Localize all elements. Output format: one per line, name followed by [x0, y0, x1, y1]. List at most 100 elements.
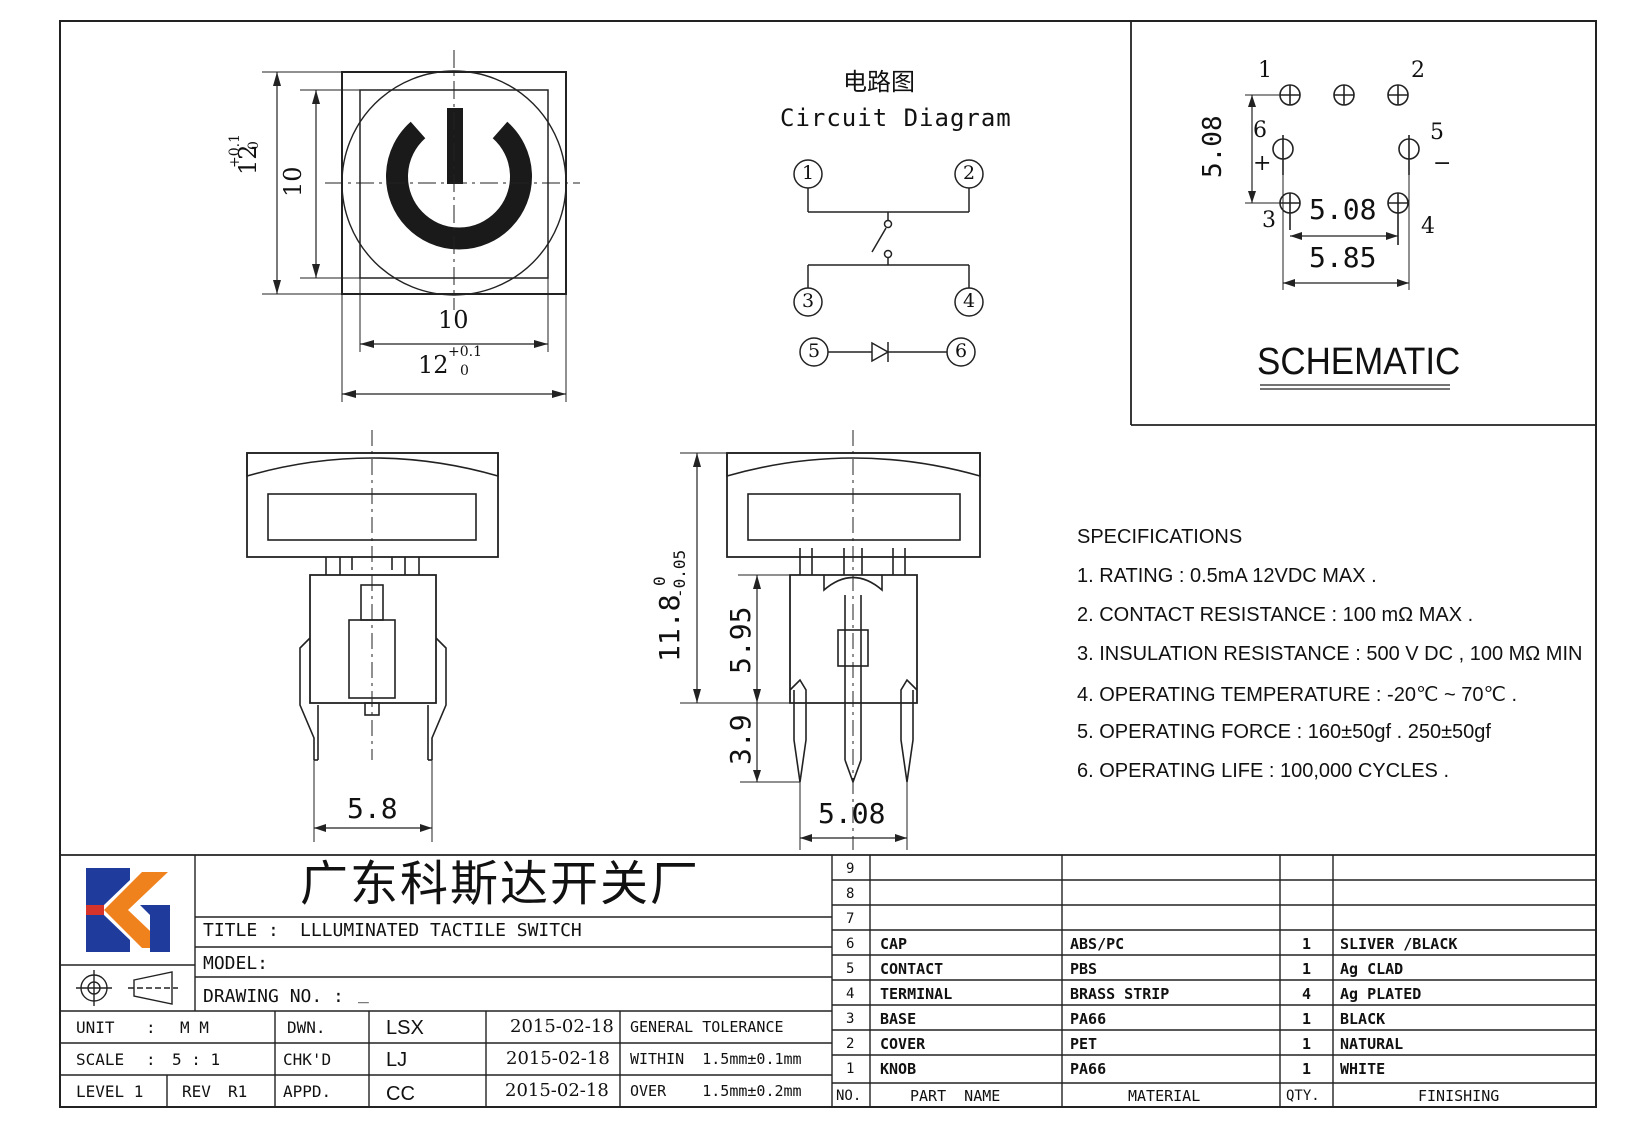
- drawing-no-label: DRAWING NO. :: [203, 986, 344, 1007]
- bom-row-5-qty: 1: [1302, 960, 1312, 978]
- unit-sep: :: [146, 1018, 156, 1037]
- dim-width-outer-tol-lower: 0: [460, 363, 469, 379]
- title-label: TITLE :: [203, 920, 279, 941]
- dim-height-inner: 10: [279, 166, 307, 197]
- rev-label: REV: [182, 1082, 211, 1101]
- front-dim-leg: 3.9: [724, 714, 757, 765]
- bom-row-3-material: PA66: [1070, 1010, 1107, 1028]
- schematic-pin-3: 3: [1262, 208, 1276, 233]
- rev-value: R1: [228, 1082, 248, 1101]
- dwn-date: 2015-02-18: [510, 1016, 614, 1037]
- schematic-pin-6: 6: [1253, 118, 1267, 143]
- top-view: [262, 50, 580, 402]
- front-dim-body: 5.95: [724, 606, 757, 674]
- front-dim-total-height: 11.8: [653, 594, 686, 662]
- schematic-dim-bottom: 5.85: [1309, 241, 1377, 274]
- bom-row-3-qty: 1: [1302, 1010, 1312, 1028]
- drawing-no-value: _: [358, 983, 369, 1004]
- projection-symbol-icon: [76, 970, 178, 1006]
- specifications-heading: SPECIFICATIONS: [1077, 526, 1243, 548]
- drawing-frame: [59, 20, 1597, 1108]
- side-view: [246, 430, 499, 842]
- company-logo: [82, 866, 172, 954]
- dim-width-outer-tol-upper: +0.1: [448, 344, 482, 360]
- bom-row-8-no: 8: [846, 886, 855, 902]
- bom-row-1-material: PA66: [1070, 1060, 1107, 1078]
- bom-header-material: MATERIAL: [1128, 1087, 1201, 1105]
- appd-date: 2015-02-18: [505, 1080, 609, 1101]
- bom-row-3-finishing: BLACK: [1340, 1010, 1386, 1028]
- model-label: MODEL:: [203, 953, 269, 974]
- bom-row-5-material: PBS: [1070, 960, 1098, 978]
- bom-header-no: NO.: [836, 1088, 862, 1104]
- bom-row-2-finishing: NATURAL: [1340, 1035, 1404, 1053]
- unit-value: M M: [180, 1018, 209, 1037]
- bom-row-3-part: BASE: [880, 1010, 917, 1028]
- dim-height-outer-tol-upper: +0.1: [227, 134, 243, 168]
- scale-sep: :: [146, 1050, 156, 1069]
- schematic-pin-5: 5: [1430, 120, 1444, 145]
- schematic-box: [1130, 20, 1597, 426]
- bom-row-6-part: CAP: [880, 935, 908, 953]
- schematic-plus: +: [1253, 151, 1272, 176]
- bom-row-1-finishing: WHITE: [1340, 1060, 1386, 1078]
- bom-row-3-no: 3: [846, 1011, 855, 1027]
- scale-value: 5 : 1: [172, 1050, 221, 1069]
- bom-row-4-part: TERMINAL: [880, 985, 953, 1003]
- spec-item-1: 1. RATING : 0.5mA 12VDC MAX .: [1077, 565, 1377, 587]
- bom-row-1-qty: 1: [1302, 1060, 1312, 1078]
- bom-row-2-no: 2: [846, 1036, 855, 1052]
- side-dim-pin-spacing: 5.8: [347, 792, 398, 825]
- bom-row-4-qty: 4: [1302, 985, 1312, 1003]
- chk-name: LJ: [386, 1049, 408, 1071]
- bom-row-2-qty: 1: [1302, 1035, 1312, 1053]
- bom-row-4-finishing: Ag PLATED: [1340, 985, 1422, 1003]
- appd-name: CC: [386, 1083, 415, 1105]
- bom-row-1-no: 1: [846, 1061, 855, 1077]
- bom-row-5-no: 5: [846, 961, 855, 977]
- bom-row-4-material: BRASS STRIP: [1070, 985, 1170, 1003]
- unit-label: UNIT: [76, 1018, 115, 1037]
- circuit-title-en: Circuit Diagram: [780, 104, 1012, 132]
- spec-item-5: 5. OPERATING FORCE : 160±50gf . 250±50gf: [1077, 721, 1491, 743]
- tolerance-heading: GENERAL TOLERANCE: [630, 1018, 784, 1036]
- front-dim-total-tol-upper: 0: [650, 576, 669, 586]
- schematic-pin-1: 1: [1258, 58, 1272, 83]
- circuit-pin-5: 5: [808, 340, 821, 362]
- scale-label: SCALE: [76, 1050, 125, 1069]
- spec-item-6: 6. OPERATING LIFE : 100,000 CYCLES .: [1077, 760, 1450, 782]
- tolerance-within: WITHIN 1.5mm±0.1mm: [630, 1050, 802, 1068]
- bom-row-2-material: PET: [1070, 1035, 1098, 1053]
- company-name: 广东科斯达开关厂: [300, 856, 701, 912]
- front-view: [680, 430, 981, 850]
- bom-row-6-material: ABS/PC: [1070, 935, 1125, 953]
- bom-header-qty: QTY.: [1286, 1088, 1320, 1104]
- dwn-name: LSX: [386, 1017, 424, 1039]
- chk-label: CHK'D: [283, 1050, 332, 1069]
- circuit-title-cn: 电路图: [843, 68, 915, 96]
- spec-item-2: 2. CONTACT RESISTANCE : 100 mΩ MAX .: [1077, 604, 1474, 626]
- bom-header-part: PART NAME: [910, 1087, 1001, 1105]
- schematic-pin-2: 2: [1411, 58, 1425, 83]
- circuit-diagram: [793, 159, 984, 367]
- bom-header-finishing: FINISHING: [1418, 1087, 1500, 1105]
- level-label: LEVEL 1: [76, 1082, 144, 1101]
- schematic-pin-4: 4: [1421, 214, 1435, 239]
- schematic-minus: −: [1433, 151, 1452, 176]
- schematic-dim-vertical: 5.08: [1198, 115, 1228, 178]
- circuit-pin-1: 1: [802, 162, 815, 184]
- front-dim-total-height-value: 11.8: [653, 594, 686, 662]
- circuit-pin-6: 6: [955, 340, 968, 362]
- front-dim-total-tol-lower: -0.05: [670, 549, 689, 598]
- bom-row-1-part: KNOB: [880, 1060, 917, 1078]
- bom-row-9-no: 9: [846, 861, 855, 877]
- bom-row-5-part: CONTACT: [880, 960, 944, 978]
- schematic-title: SCHEMATIC: [1257, 341, 1461, 383]
- title-block-grid: [59, 854, 1597, 1108]
- bom-row-4-no: 4: [846, 986, 855, 1002]
- bom-row-6-no: 6: [846, 936, 855, 952]
- chk-date: 2015-02-18: [506, 1048, 610, 1069]
- dim-height-outer-tol-lower: 0: [246, 141, 262, 150]
- bom-row-2-part: COVER: [880, 1035, 926, 1053]
